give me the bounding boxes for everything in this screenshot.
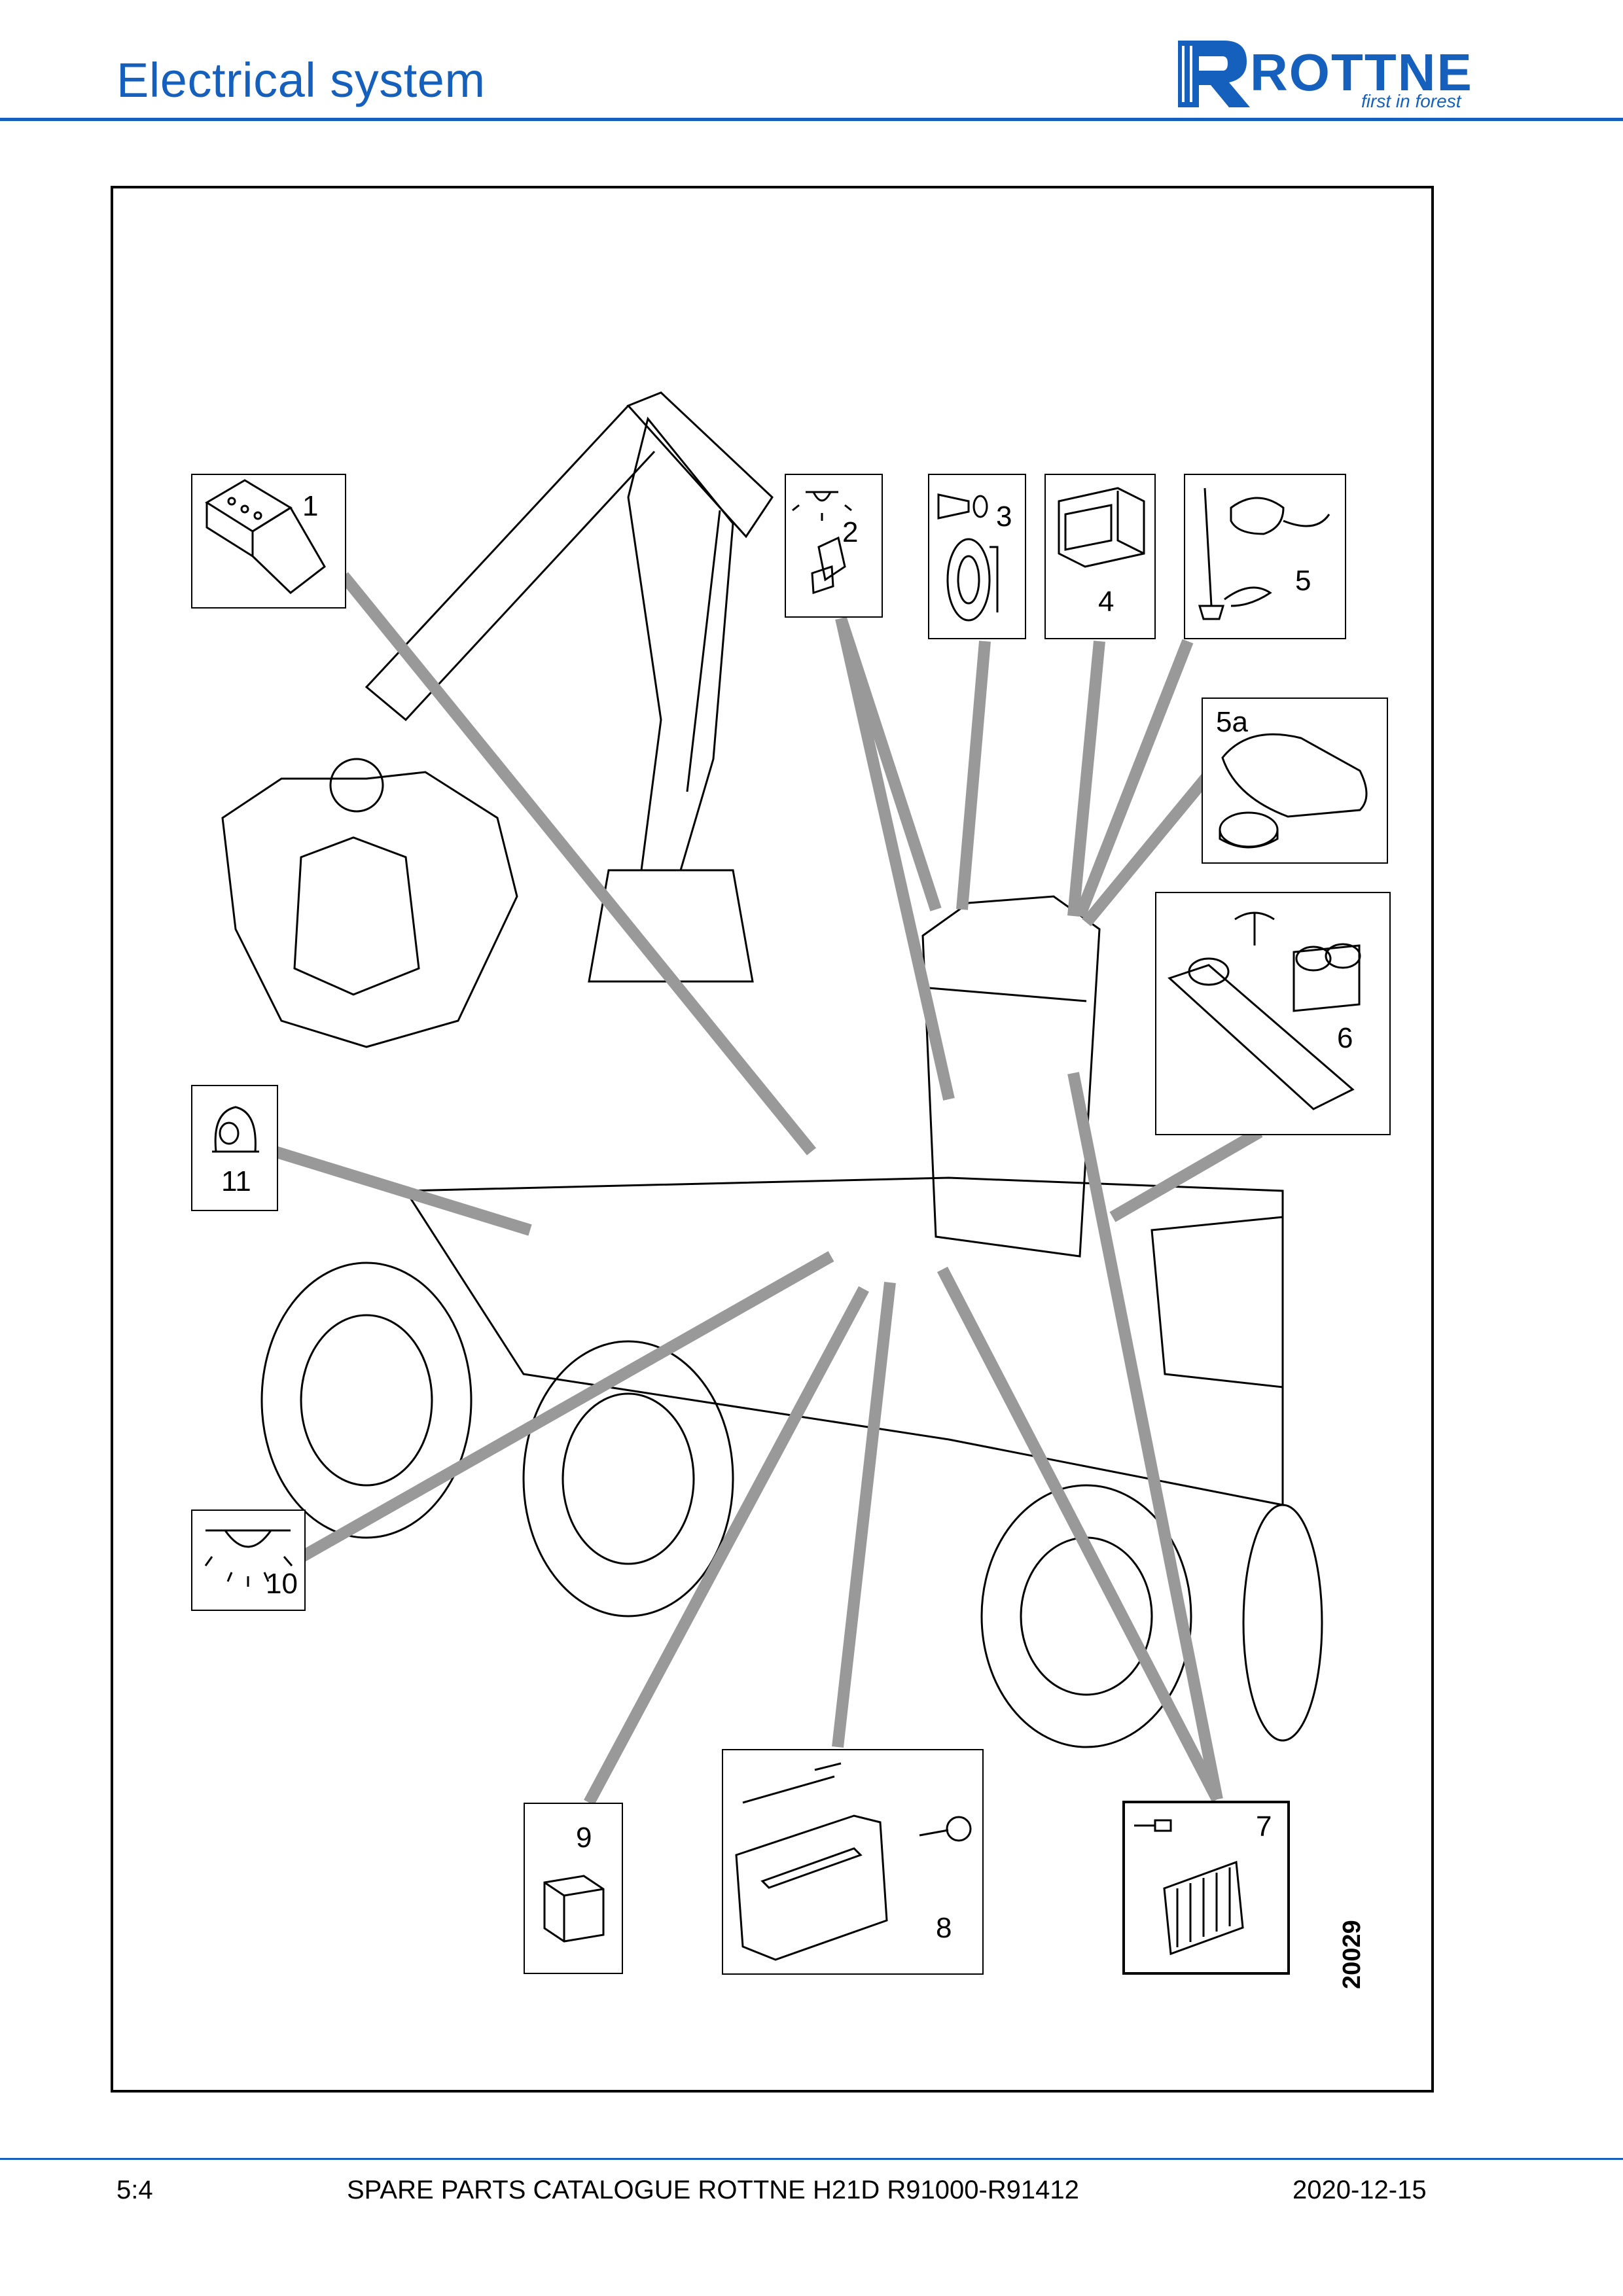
page-number: 5:4: [116, 2176, 153, 2204]
leader-lines: [273, 572, 1263, 1806]
cab-light-icon: [792, 491, 852, 595]
figure-frame: [111, 186, 1434, 2093]
svg-text:ROTTNE: ROTTNE: [1250, 43, 1473, 101]
svg-text:first in forest: first in forest: [1361, 91, 1462, 111]
page-title: Electrical system: [116, 53, 486, 107]
harvester-outline: [221, 391, 1323, 1748]
callout-number: 2: [842, 516, 859, 548]
work-light-icon: [204, 1529, 293, 1587]
callout-number: 10: [266, 1568, 298, 1600]
callout-9: 9: [524, 1803, 623, 1974]
callout-number: 5: [1295, 565, 1311, 597]
callout-7: 7: [1122, 1801, 1290, 1975]
callout-3: 3: [928, 474, 1026, 639]
catalogue-date: 2020-12-15: [1293, 2176, 1427, 2204]
rottne-logo: ROTTNE first in forest: [1171, 34, 1512, 113]
callout-5: 5: [1184, 474, 1346, 639]
roof-antenna-icon: [1219, 733, 1368, 849]
wiper-motor-icon: [1168, 911, 1361, 1110]
footer-rule: [0, 2158, 1623, 2160]
header-rule: [0, 118, 1623, 121]
callout-1: 1: [191, 474, 346, 609]
control-box-icon: [735, 1762, 972, 1961]
beacon-icon: [212, 1106, 259, 1153]
callout-number: 4: [1098, 586, 1115, 618]
callout-number: 6: [1337, 1022, 1353, 1054]
callout-number: 9: [576, 1822, 592, 1854]
callout-11: 11: [191, 1085, 278, 1211]
callout-number: 8: [936, 1912, 952, 1944]
fuse-relay-box-icon: [1134, 1819, 1244, 1956]
callout-10: 10: [191, 1510, 306, 1611]
control-module-icon: [543, 1875, 605, 1943]
catalogue-title: SPARE PARTS CATALOGUE ROTTNE H21D R91000…: [347, 2176, 1079, 2204]
callout-5a: 5a: [1202, 698, 1388, 864]
rottne-logo-icon: ROTTNE first in forest: [1178, 41, 1473, 111]
callout-number: 3: [996, 501, 1012, 533]
horn-icon: [937, 493, 999, 622]
callout-6: 6: [1155, 892, 1391, 1135]
callout-number: 1: [302, 490, 319, 522]
antenna-icon: [1198, 487, 1330, 620]
drawing-number: 20029: [1338, 1920, 1366, 1989]
callout-2: 2: [785, 474, 883, 618]
callout-4: 4: [1044, 474, 1156, 639]
callout-8: 8: [722, 1749, 984, 1975]
callout-number: 5a: [1216, 706, 1248, 738]
display-unit-icon: [1058, 487, 1145, 568]
callout-number: 7: [1256, 1810, 1272, 1843]
callout-number: 11: [221, 1165, 251, 1197]
battery-icon: [205, 479, 326, 594]
